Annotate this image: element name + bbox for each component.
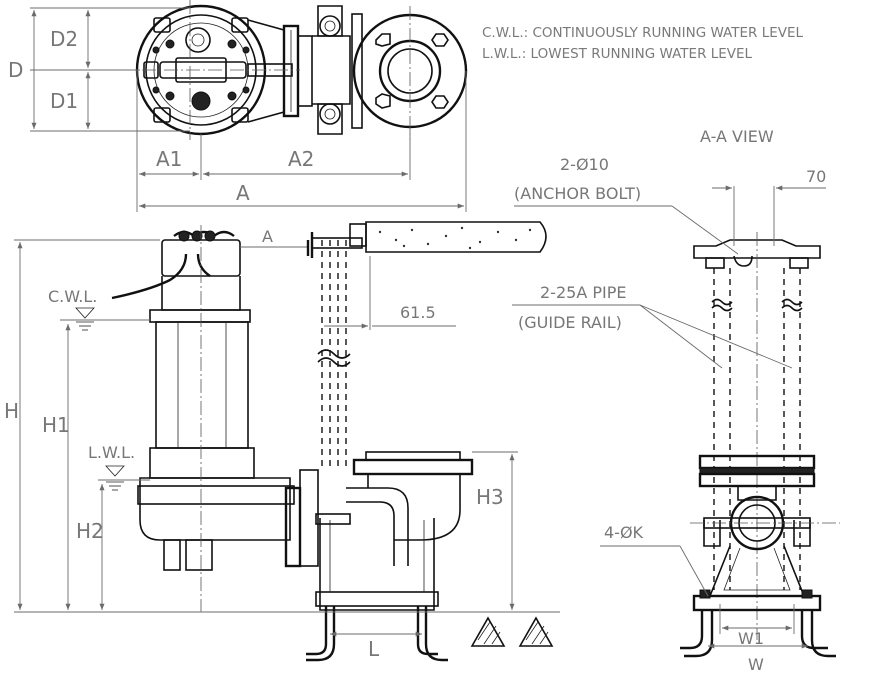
- label-cwl: C.W.L.: [48, 287, 97, 306]
- pump-casing: [139, 477, 291, 541]
- label-l: L: [368, 637, 380, 661]
- pump-discharge-flange: [284, 486, 302, 568]
- leader-hole-spec: [679, 545, 709, 597]
- label-pipe-count: 2-25A PIPE: [540, 283, 626, 302]
- label-w: W: [748, 655, 764, 674]
- elbow-outlet-flange: [352, 458, 474, 476]
- label-h1: H1: [42, 413, 70, 437]
- label-w1: W1: [738, 629, 764, 648]
- top-view: D2 D D1 A1 A2 A: [8, 0, 468, 212]
- concrete-slab: [365, 221, 547, 253]
- drain-plug: [191, 91, 211, 111]
- label-d: D: [8, 58, 23, 82]
- label-hole-spec: 4-ØK: [604, 523, 644, 542]
- leader-anchor-bolt: [671, 205, 739, 255]
- label-h: H: [4, 399, 19, 423]
- label-lwl: L.W.L.: [88, 443, 135, 462]
- motor-body: [155, 321, 249, 449]
- aa-view: A-A VIEW: [512, 127, 840, 674]
- label-bolt-count: 2-Ø10: [560, 155, 609, 174]
- leader-guide-rail: [639, 304, 793, 369]
- cable-entry-circle: [185, 27, 211, 53]
- label-a: A: [236, 181, 250, 205]
- note-cwl: C.W.L.: CONTINUOUSLY RUNNING WATER LEVEL: [482, 25, 804, 41]
- base-stand: [319, 518, 435, 611]
- label-bolt-desc-visible: (ANCHOR BOLT): [514, 184, 641, 203]
- label-61-5: 61.5: [400, 303, 436, 322]
- motor-top-flange: [149, 309, 251, 323]
- aa-base-plate: [692, 594, 822, 612]
- label-h3: H3: [476, 485, 504, 509]
- label-pipe-desc: (GUIDE RAIL): [518, 313, 622, 332]
- label-h2: H2: [76, 519, 104, 543]
- label-a2: A2: [288, 147, 314, 171]
- aa-top-bracket: [693, 239, 821, 259]
- label-a1: A1: [156, 147, 182, 171]
- label-d1: D1: [50, 89, 78, 113]
- label-section-a: A: [262, 227, 273, 246]
- note-lwl: L.W.L.: LOWEST RUNNING WATER LEVEL: [482, 46, 753, 62]
- label-dim-70: 70: [806, 167, 826, 186]
- label-d2: D2: [50, 27, 78, 51]
- aa-view-title: A-A VIEW: [700, 127, 774, 146]
- side-view: C.W.L. L.W.L. H H1 H2 H3 A 61.5 L: [4, 221, 560, 662]
